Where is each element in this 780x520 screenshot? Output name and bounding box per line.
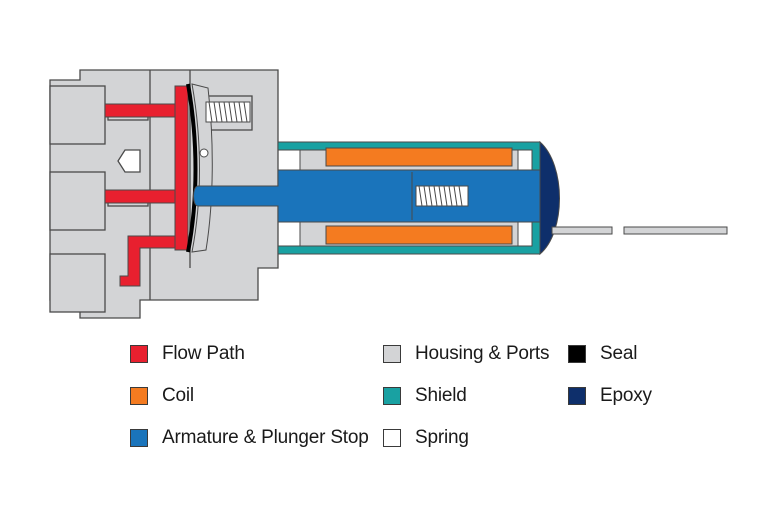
- flow-path-swatch: [130, 345, 148, 363]
- legend-label: Housing & Ports: [415, 343, 550, 364]
- flow-channel-top: [104, 103, 186, 118]
- housing-swatch: [383, 345, 401, 363]
- epoxy-cap: [539, 140, 560, 256]
- legend-item-housing: Housing & Ports: [383, 343, 549, 365]
- upper-spring-body: [205, 101, 251, 123]
- legend-label: Epoxy: [600, 385, 652, 406]
- armature-swatch: [130, 429, 148, 447]
- solenoid-valve-cross-section: [49, 69, 728, 319]
- legend-label: Spring: [415, 427, 469, 448]
- seal-swatch: [568, 345, 586, 363]
- legend-label: Flow Path: [162, 343, 245, 364]
- legend-item-armature: Armature & Plunger Stop: [130, 427, 369, 449]
- legend-item-epoxy: Epoxy: [568, 385, 652, 407]
- inner-spring: [411, 172, 469, 220]
- legend-item-coil: Coil: [130, 385, 194, 407]
- legend-item-spring: Spring: [383, 427, 469, 449]
- housing-notch: [117, 149, 141, 173]
- lead-wire-2: [623, 226, 728, 235]
- port-3: [49, 253, 106, 313]
- shield-swatch: [383, 387, 401, 405]
- lead-wire-1: [551, 226, 613, 235]
- flow-path: [104, 85, 189, 287]
- legend-label: Shield: [415, 385, 467, 406]
- legend-label: Coil: [162, 385, 194, 406]
- legend-label: Armature & Plunger Stop: [162, 427, 369, 448]
- port-2: [49, 171, 106, 231]
- legend-label: Seal: [600, 343, 638, 364]
- spring-swatch: [383, 429, 401, 447]
- flow-channel-mid: [104, 189, 186, 204]
- armature-plunger: [193, 169, 541, 223]
- diaphragm-seal: [186, 83, 198, 253]
- inner-spring-coils: [418, 185, 463, 207]
- coil-swatch: [130, 387, 148, 405]
- legend-item-shield: Shield: [383, 385, 467, 407]
- diaphragm-body: [191, 83, 213, 253]
- port-1: [49, 85, 106, 145]
- upper-spring: [205, 101, 251, 123]
- epoxy-swatch: [568, 387, 586, 405]
- coil-bottom: [325, 225, 513, 245]
- coil-top: [325, 147, 513, 167]
- pivot-hole: [199, 148, 209, 158]
- legend-item-seal: Seal: [568, 343, 637, 365]
- flow-channel-vertical: [174, 85, 189, 251]
- legend-item-flow-path: Flow Path: [130, 343, 245, 365]
- upper-spring-coils: [208, 101, 248, 123]
